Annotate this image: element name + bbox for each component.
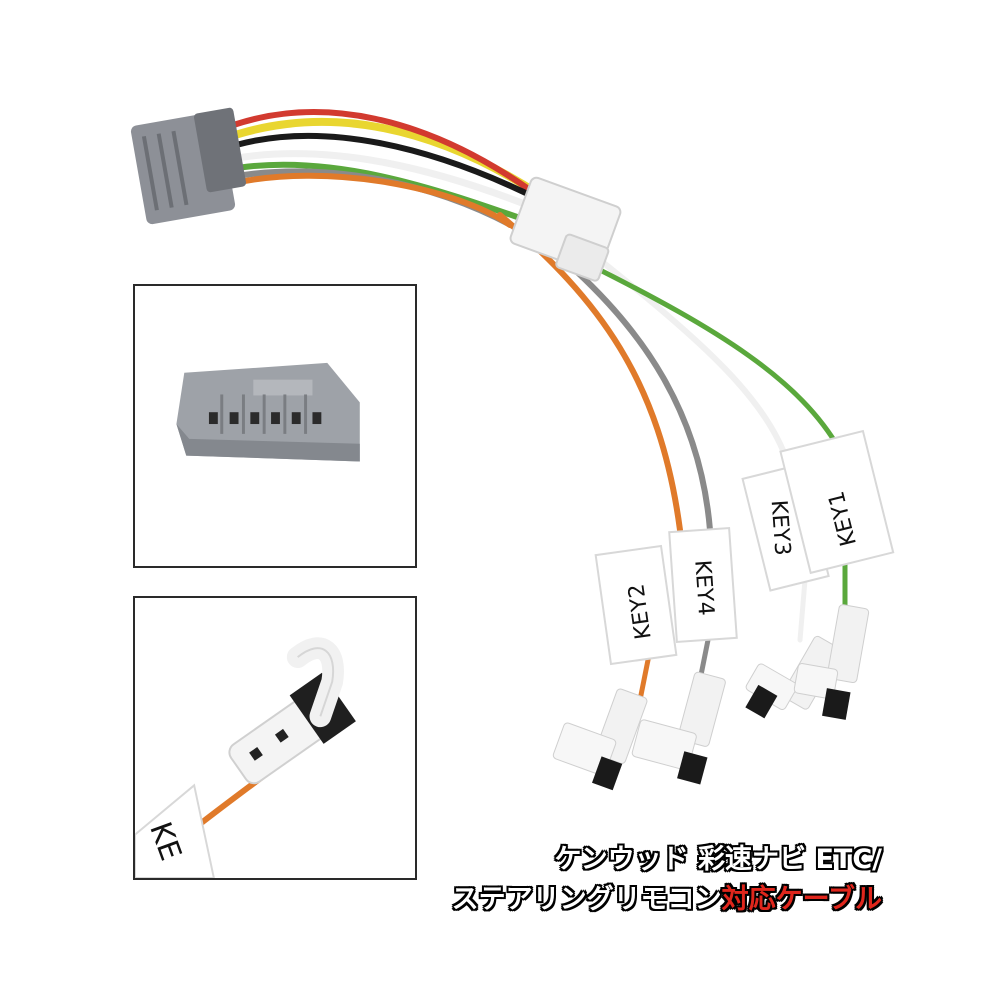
caption-line-1: ケンウッド 彩速ナビ ETC/ bbox=[554, 844, 882, 875]
product-caption: ケンウッド 彩速ナビ ETC/ ステアリングリモコン対応ケーブル bbox=[452, 840, 882, 920]
key3-label: KEY3 bbox=[766, 499, 795, 556]
terminal-plugs bbox=[552, 604, 870, 791]
key4-label: KEY4 bbox=[689, 559, 718, 616]
plug-closeup-inset: KE bbox=[133, 596, 417, 880]
key-tab-key2: KEY2 bbox=[594, 544, 678, 666]
caption-line-2-main: ステアリングリモコン bbox=[451, 884, 722, 915]
connector-face-illustration bbox=[176, 362, 360, 462]
key-tab-key4: KEY4 bbox=[668, 526, 738, 644]
caption-line-2: ステアリングリモコン対応ケーブル bbox=[452, 880, 882, 920]
caption-line-2-accent: 対応ケーブル bbox=[721, 884, 882, 915]
gray-connector bbox=[130, 107, 247, 225]
junction-connector bbox=[509, 176, 622, 282]
plug-illustration: KE bbox=[135, 637, 356, 878]
connector-closeup-inset bbox=[133, 284, 417, 568]
key-tab-key1: KEY1 bbox=[779, 429, 895, 575]
